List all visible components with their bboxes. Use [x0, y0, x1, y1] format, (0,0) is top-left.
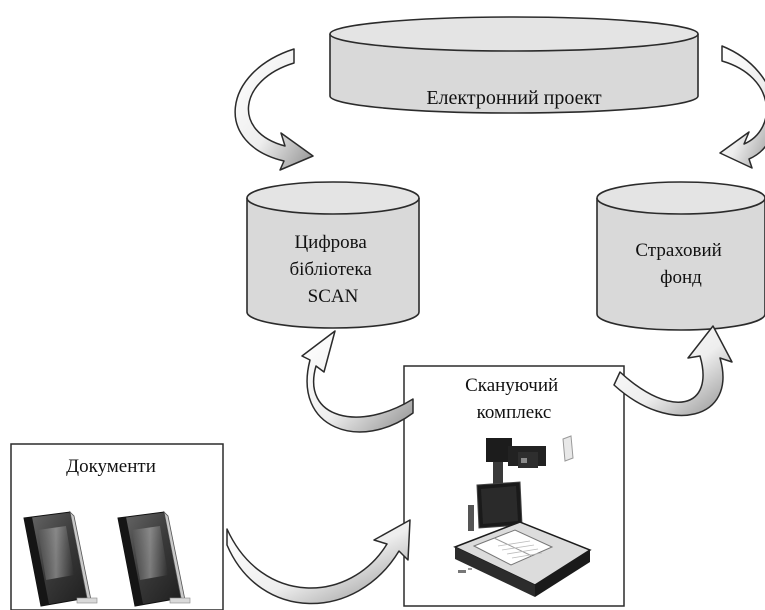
insurance-fund-label-line1: Страховий: [635, 240, 721, 261]
scanning-complex-label-line1: Скануючий: [465, 375, 558, 396]
arrow-documents-to-scanner: [226, 519, 411, 605]
arrow-project-to-insurance: [719, 45, 765, 169]
svg-text:Страховий фонд: Страховий фонд: [635, 240, 726, 288]
arrow-project-to-library: [234, 48, 314, 171]
digital-library-cylinder: Цифрова бібліотека SCAN: [246, 181, 420, 329]
book-icon: [23, 510, 98, 607]
insurance-fund-cylinder: Страховий фонд: [596, 181, 765, 331]
svg-text:Цифрова бібліотека: Цифрова бібліотека SCAN: [289, 232, 376, 307]
arrow-scanner-to-library: [301, 330, 414, 433]
book-scanner-icon: [453, 435, 592, 597]
electronic-project-cylinder: Електронний проект: [329, 16, 699, 114]
book-icon: [117, 510, 191, 607]
digital-library-label-line2: бібліотека: [289, 259, 372, 280]
arrow-scanner-to-insurance: [613, 325, 733, 417]
digital-library-label-line1: Цифрова: [294, 232, 367, 253]
digital-library-label-line3: SCAN: [308, 286, 359, 307]
scanning-complex-label-line2: комплекс: [477, 402, 552, 423]
svg-text:Скануючий комплекс: Скануючий комплекс: [465, 375, 563, 423]
scanning-complex-box: Скануючий комплекс: [403, 365, 625, 607]
insurance-fund-label-line2: фонд: [660, 267, 702, 288]
electronic-project-label: Електронний проект: [426, 87, 602, 109]
documents-label: Документи: [66, 456, 156, 477]
documents-box: Документи: [10, 443, 224, 610]
